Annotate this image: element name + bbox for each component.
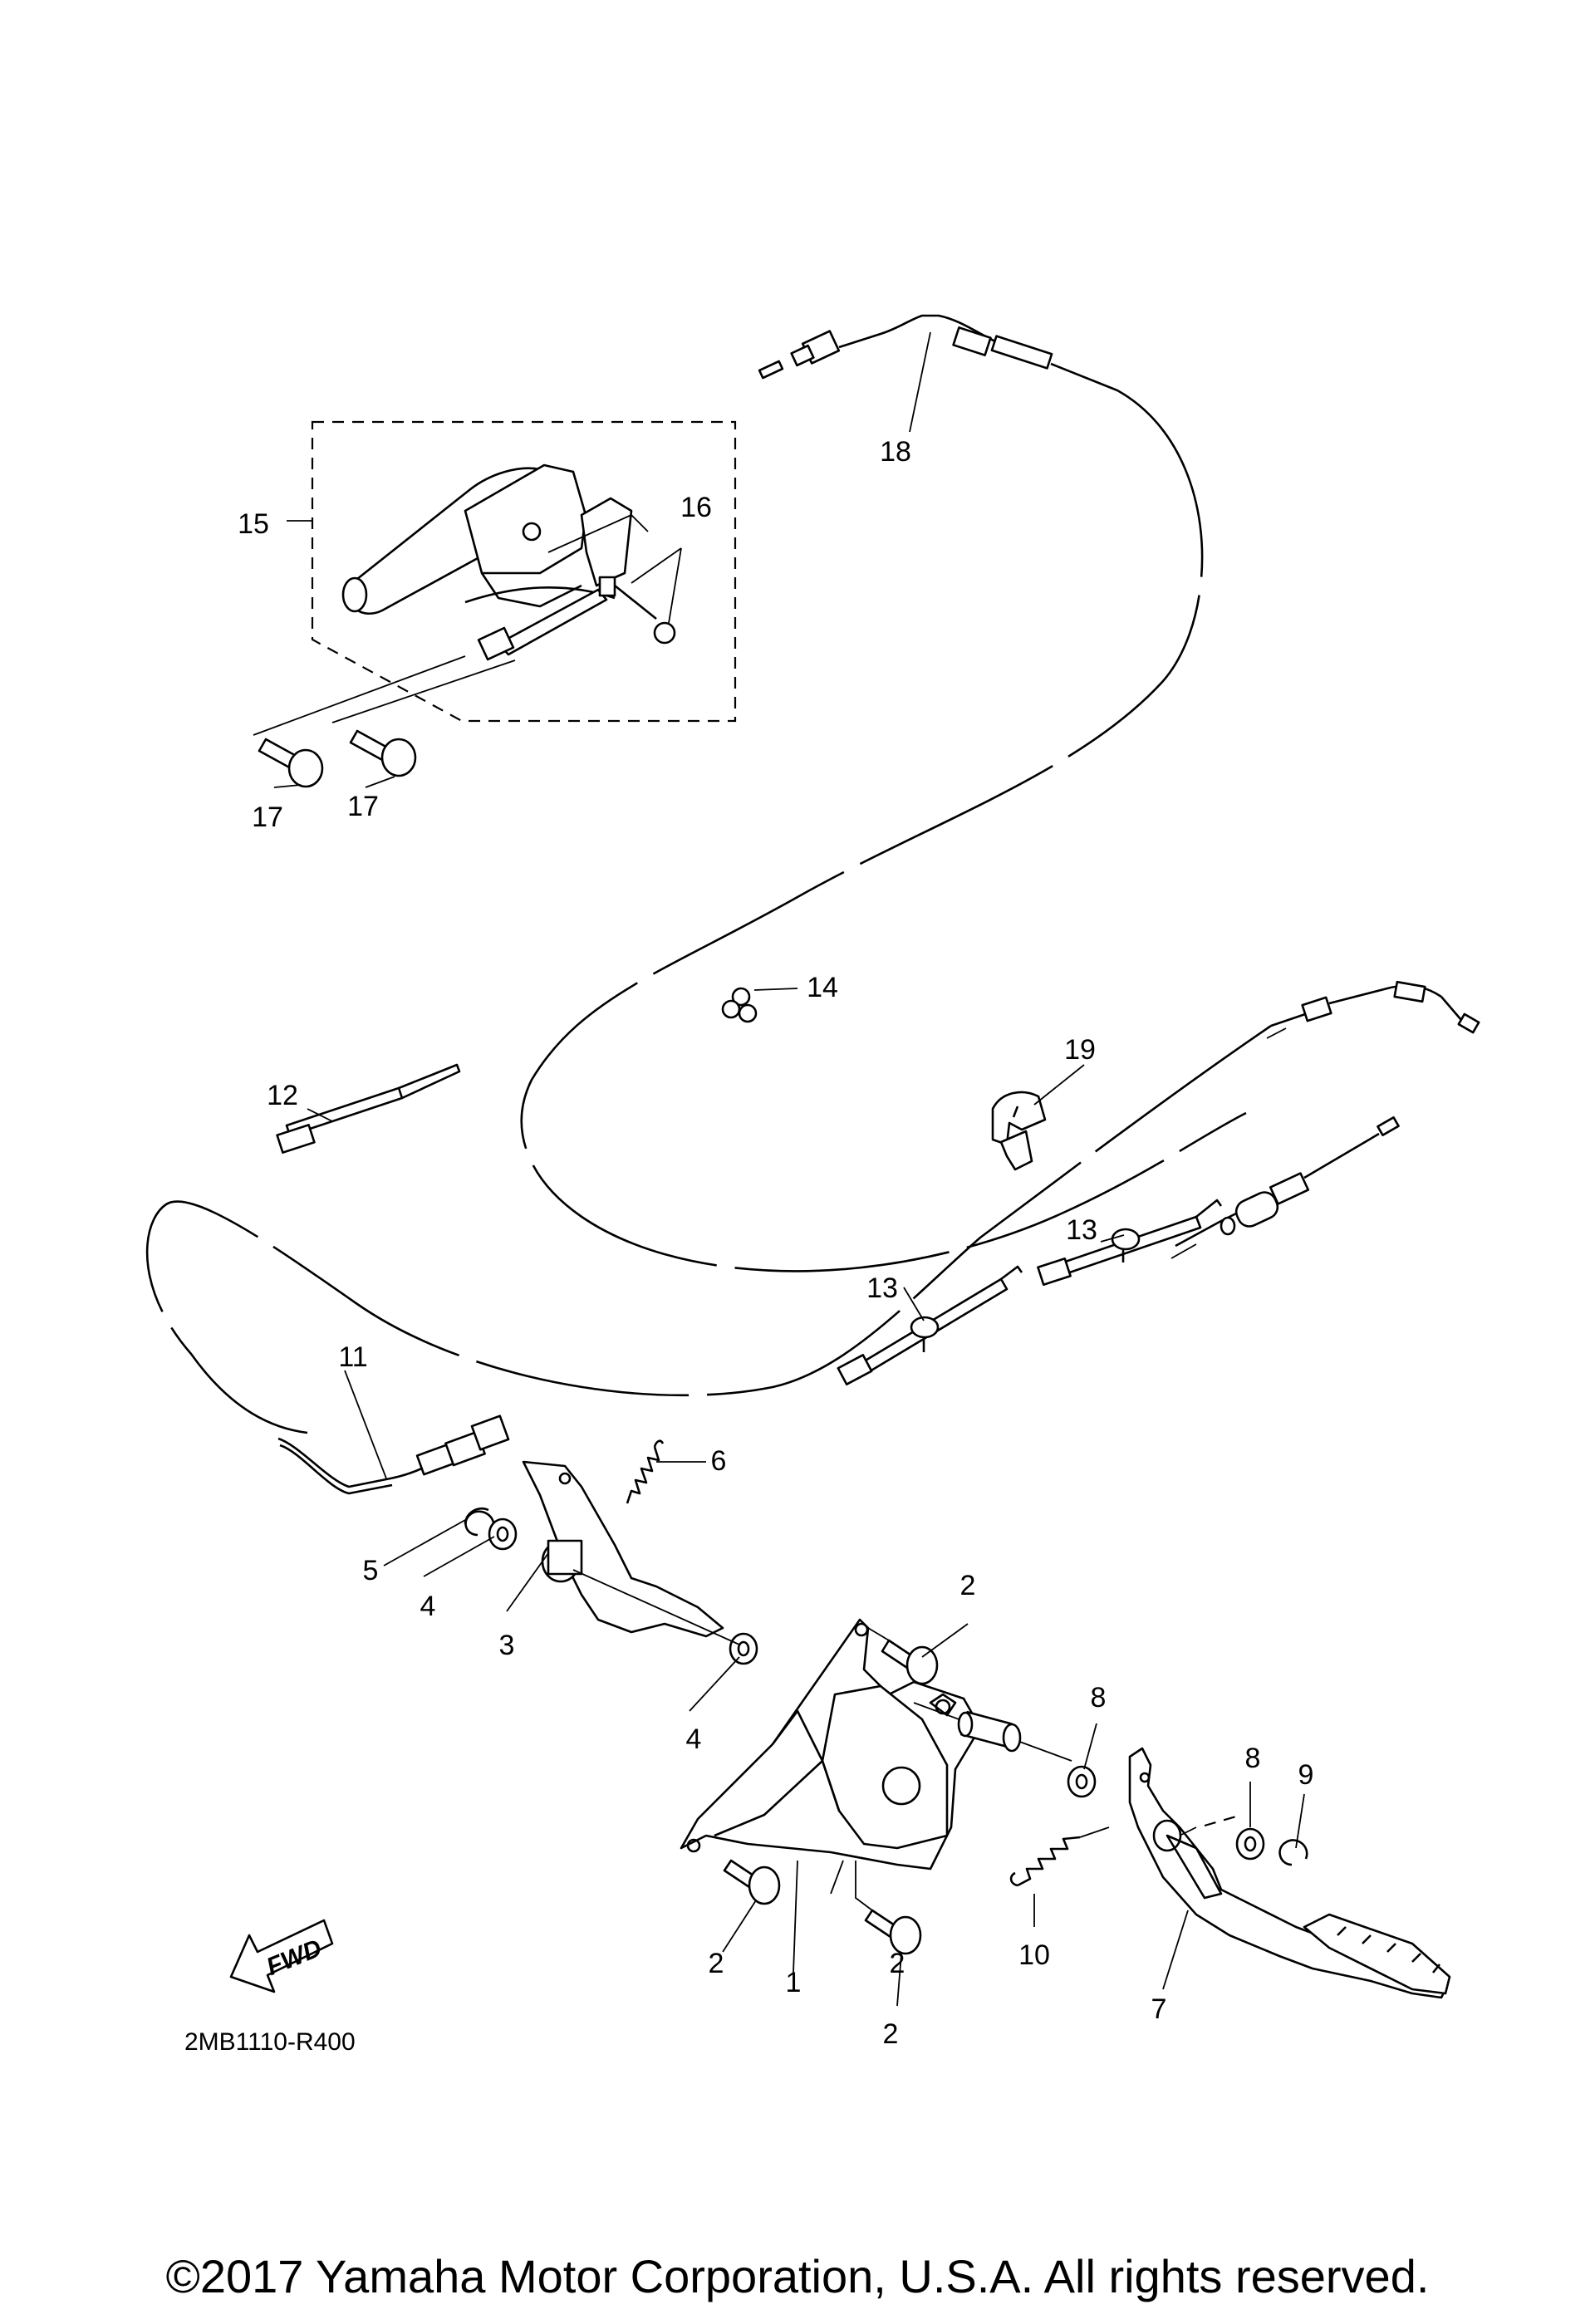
forward-arrow-icon: FWD <box>229 1919 334 1993</box>
callout-5: 5 <box>363 1555 379 1586</box>
callout-4-right: 4 <box>686 1723 702 1755</box>
callout-9: 9 <box>1298 1759 1314 1791</box>
callout-13-upper: 13 <box>1066 1214 1097 1246</box>
callout-10: 10 <box>1018 1939 1050 1971</box>
brake-pedal-bracket-1 <box>680 1618 1072 1895</box>
brake-cable-loop <box>145 389 1272 1434</box>
cable-end-right-upper <box>1266 980 1480 1039</box>
callout-16: 16 <box>680 492 712 523</box>
callout-19: 19 <box>1064 1034 1096 1066</box>
cable-tie-13-upper <box>1037 1199 1223 1287</box>
callout-2-top: 2 <box>960 1570 976 1601</box>
bolt-2-top <box>867 1627 939 1685</box>
callout-13-lower: 13 <box>866 1272 898 1304</box>
parking-brake-lever-assembly <box>311 420 737 723</box>
bolt-2-bottom <box>855 1861 922 1955</box>
diagram-code: 2MB1110-R400 <box>184 2028 356 2056</box>
cable-tie-12 <box>276 1063 461 1154</box>
bolt-17-left <box>253 655 466 788</box>
callout-1: 1 <box>786 1967 802 1998</box>
callout-2-left: 2 <box>709 1948 724 1979</box>
callout-6: 6 <box>711 1445 727 1477</box>
callout-17-left: 17 <box>252 802 283 833</box>
brake-cable-upper-end <box>758 314 1118 392</box>
brake-pedal-7 <box>1128 1747 1451 1999</box>
cable-clip-14 <box>721 987 758 1023</box>
circlip-5 <box>464 1507 495 1537</box>
washer-4-left <box>488 1517 518 1551</box>
copyright-notice: ©2017 Yamaha Motor Corporation, U.S.A. A… <box>166 2250 1430 2302</box>
cable-holder-19 <box>991 1091 1047 1171</box>
callout-12: 12 <box>267 1080 298 1111</box>
callout-18: 18 <box>880 436 911 468</box>
bolt-2-left <box>723 1859 781 1905</box>
spring-10 <box>1009 1826 1110 1887</box>
callout-3: 3 <box>499 1630 515 1661</box>
callout-8-left: 8 <box>1091 1682 1107 1714</box>
washer-8-left <box>1067 1765 1097 1798</box>
cable-tie-13-lower <box>837 1265 1023 1385</box>
pedal-pivot-shaft <box>957 1710 1022 1753</box>
leader-lines <box>273 331 1305 2007</box>
bolt-17-right <box>331 659 516 777</box>
brake-arm-3 <box>522 1460 740 1645</box>
callout-14: 14 <box>807 972 838 1003</box>
callout-8-right: 8 <box>1245 1743 1261 1774</box>
callout-2-mid: 2 <box>890 1948 905 1979</box>
callout-2-bottom: 2 <box>883 2018 899 2050</box>
callout-labels: 1 2 2 2 2 3 4 4 5 6 7 8 8 9 10 11 12 13 … <box>238 436 1313 2050</box>
callout-4-left: 4 <box>420 1591 436 1622</box>
callout-11: 11 <box>338 1341 367 1373</box>
cable-end-right-lower <box>1170 1116 1400 1259</box>
circlip-9 <box>1278 1839 1308 1866</box>
washer-8-right <box>1235 1827 1265 1861</box>
washer-4-right <box>729 1632 758 1665</box>
callout-17-right: 17 <box>347 791 379 822</box>
callout-15: 15 <box>238 508 269 540</box>
callout-7: 7 <box>1151 1993 1167 2025</box>
spring-6 <box>626 1439 665 1504</box>
brake-cable-lower-end <box>277 1415 510 1495</box>
